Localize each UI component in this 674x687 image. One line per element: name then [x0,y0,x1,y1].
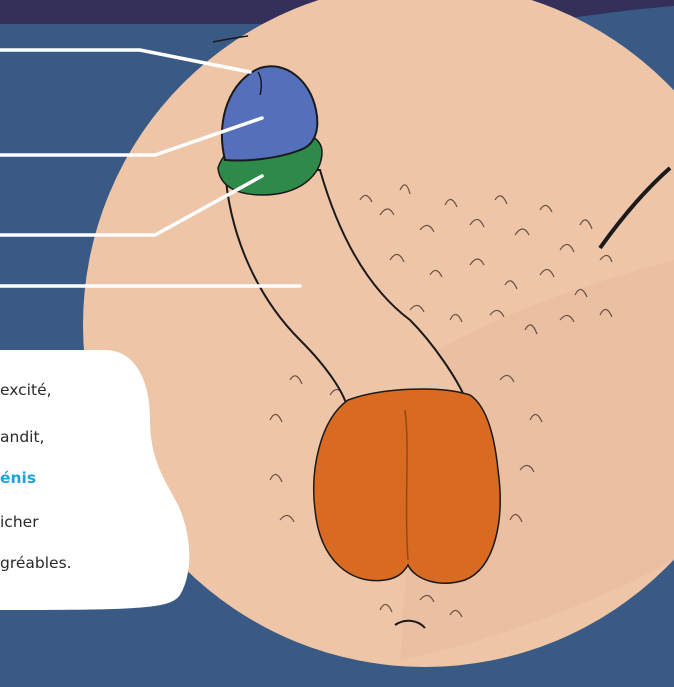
bubble-line-1: excité, [0,380,52,400]
bubble-line-2: andit, [0,427,44,447]
speech-bubble-text: excité, andit, énis icher gréables. [0,350,190,605]
bubble-line-5: gréables. [0,553,72,573]
bubble-line-3-highlight: énis [0,468,36,488]
bubble-line-4: icher [0,512,39,532]
